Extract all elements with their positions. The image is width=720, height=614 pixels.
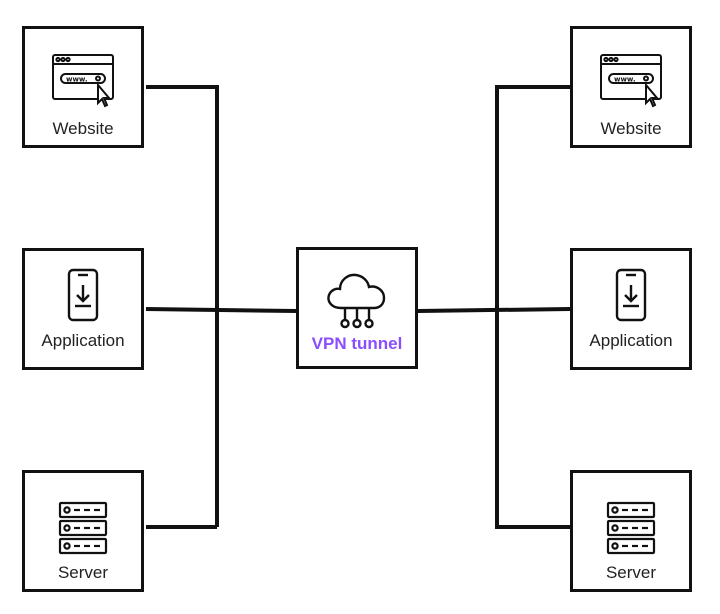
right-application-label: Application xyxy=(589,331,673,350)
left-application-link xyxy=(145,307,297,313)
vpn-tunnel-label: VPN tunnel xyxy=(311,334,403,353)
mobile-download-icon xyxy=(615,268,647,322)
browser-window-icon: www. xyxy=(600,54,662,108)
right-website-node: www. Website xyxy=(570,26,692,148)
right-website-link xyxy=(495,85,570,529)
right-server-node: Server xyxy=(570,470,692,592)
browser-window-icon: www. xyxy=(52,54,114,108)
mobile-download-icon xyxy=(67,268,99,322)
server-rack-icon xyxy=(58,501,108,555)
cloud-network-icon xyxy=(327,273,386,329)
server-rack-icon xyxy=(606,501,656,555)
left-application-node: Application xyxy=(22,248,144,370)
left-website-label: Website xyxy=(52,119,114,138)
left-server-label: Server xyxy=(57,563,109,582)
right-application-node: Application xyxy=(570,248,692,370)
right-application-link xyxy=(417,307,571,313)
left-server-node: Server xyxy=(22,470,144,592)
vpn-tunnel-node: VPN tunnel xyxy=(296,247,418,369)
left-website-link xyxy=(146,85,219,527)
right-website-label: Website xyxy=(600,119,662,138)
right-server-label: Server xyxy=(605,563,657,582)
svg-text:www.: www. xyxy=(66,76,88,84)
svg-text:www.: www. xyxy=(614,76,636,84)
left-website-node: www. Website xyxy=(22,26,144,148)
left-application-label: Application xyxy=(41,331,125,350)
